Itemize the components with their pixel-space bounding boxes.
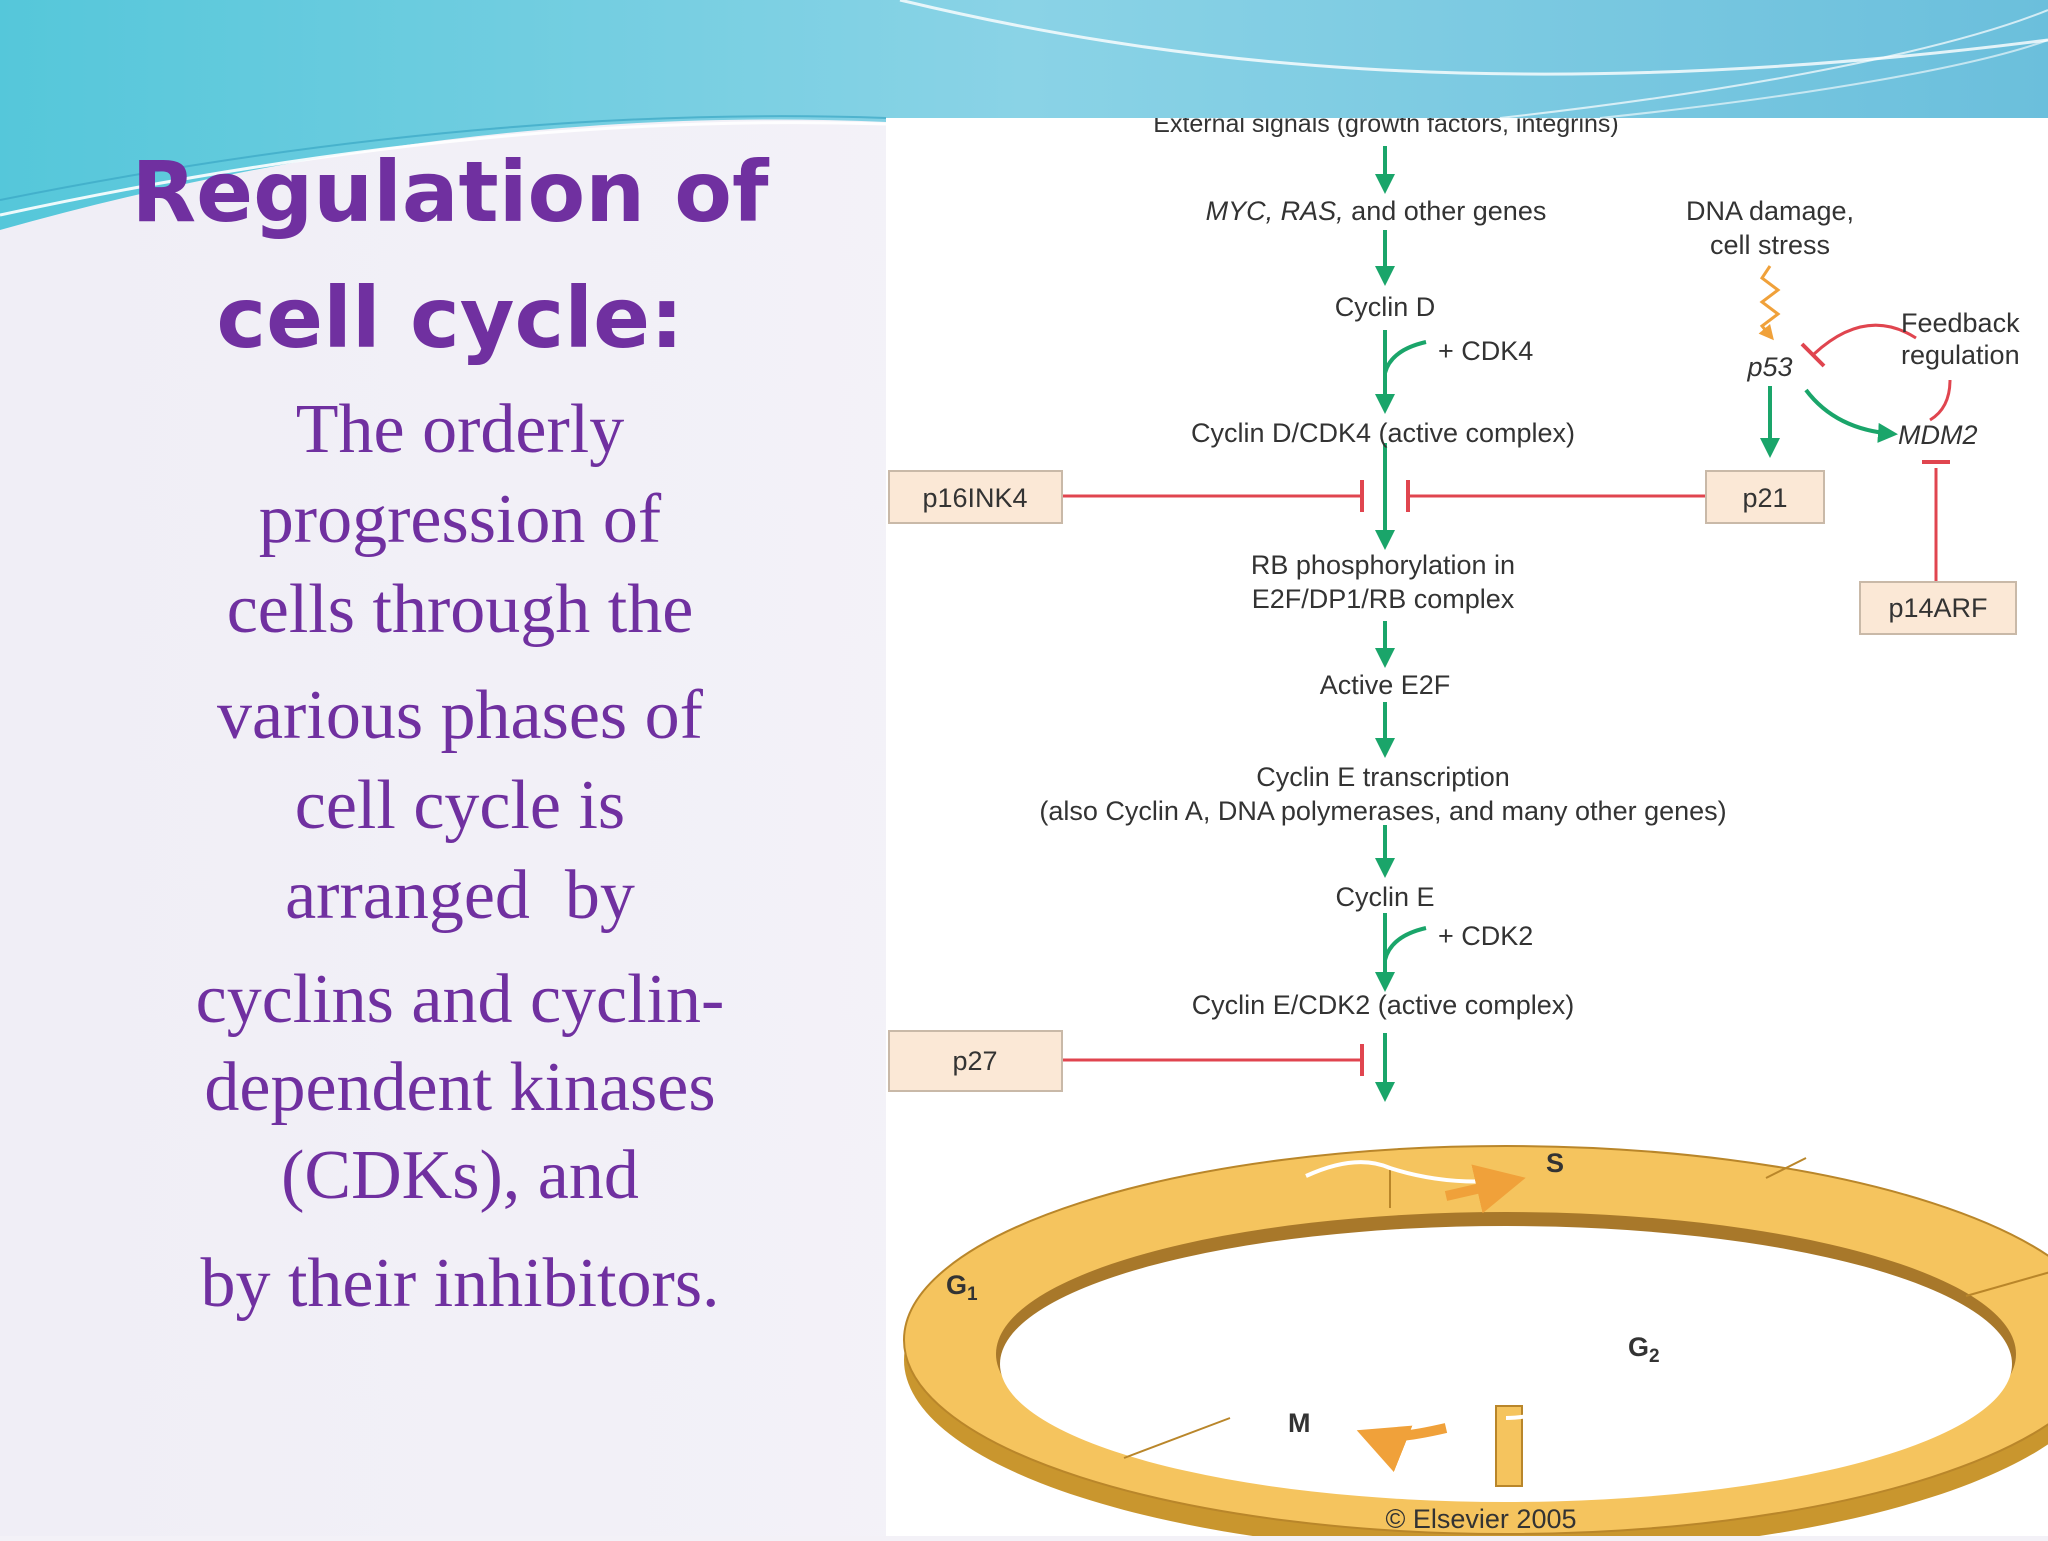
p27-label: p27: [952, 1046, 997, 1076]
body-line-4: various phases of: [216, 677, 703, 754]
p27-box: [888, 1030, 1063, 1092]
cyclin-e-cdk2-label: Cyclin E/CDK2 (active complex): [1192, 990, 1575, 1020]
p16ink4-box: [888, 470, 1063, 524]
mdm2-label: MDM2: [1898, 420, 1978, 450]
p21-box: [1705, 470, 1825, 524]
body-line-1: The orderly: [295, 391, 625, 468]
inhibition-lines: [1062, 323, 1952, 1076]
body-line-2: progression of: [258, 481, 662, 558]
also-genes-label: (also Cyclin A, DNA polymerases, and man…: [1039, 796, 1726, 826]
cell-cycle-ring: [903, 1145, 2048, 1536]
feedback-label-1: Feedback: [1901, 308, 2020, 338]
myc-ras-rest: and other genes: [1344, 196, 1547, 226]
dna-damage-label-1: DNA damage,: [1686, 196, 1854, 226]
phase-g2-label: G2: [1628, 1332, 1660, 1367]
phase-s-label: S: [1546, 1148, 1564, 1178]
body-line-5: cell cycle is: [294, 767, 626, 844]
plus-cdk2-label: + CDK2: [1438, 921, 1533, 951]
body-line-9: (CDKs), and: [281, 1137, 639, 1214]
p21-label: p21: [1742, 483, 1787, 513]
cyclin-e-transcription-label: Cyclin E transcription: [1256, 762, 1510, 792]
slide-title-line1: Regulation of: [131, 143, 769, 241]
dna-damage-squiggle: [1758, 265, 1781, 341]
external-signals-label: External signals (growth factors, integr…: [1153, 118, 1618, 138]
p16ink4-label: p16INK4: [922, 483, 1027, 513]
body-line-6: arranged by: [285, 857, 635, 934]
phase-g1-main: G: [946, 1270, 967, 1300]
p53-label: p53: [1746, 352, 1792, 382]
copyright-label: © Elsevier 2005: [1386, 1504, 1577, 1534]
body-line-7: cyclins and cyclin-: [195, 961, 725, 1038]
rb-label-2: E2F/DP1/RB complex: [1252, 584, 1515, 614]
cyclin-d-label: Cyclin D: [1335, 292, 1436, 322]
phase-g1-label: G1: [946, 1270, 978, 1305]
phase-m-label: M: [1288, 1408, 1311, 1438]
cell-cycle-regulation-diagram: External signals (growth factors, integr…: [888, 118, 2048, 1536]
plus-cdk4-label: + CDK4: [1438, 336, 1533, 366]
activation-arrows: [1375, 146, 1898, 1102]
active-e2f-label: Active E2F: [1320, 670, 1451, 700]
body-line-8: dependent kinases: [204, 1049, 716, 1126]
cyclin-e-label: Cyclin E: [1335, 882, 1434, 912]
phase-g1-sub: 1: [967, 1284, 978, 1305]
body-line-10: by their inhibitors.: [200, 1245, 720, 1322]
cyclin-d-cdk4-label: Cyclin D/CDK4 (active complex): [1191, 418, 1575, 448]
p14arf-label: p14ARF: [1888, 593, 1987, 623]
body-line-3: cells through the: [226, 571, 694, 648]
phase-g2-main: G: [1628, 1332, 1649, 1362]
myc-ras-label: MYC, RAS, and other genes: [1206, 196, 1547, 226]
myc-ras-italic: MYC, RAS,: [1206, 196, 1344, 226]
phase-g2-sub: 2: [1649, 1346, 1660, 1367]
rb-label-1: RB phosphorylation in: [1251, 550, 1515, 580]
top-wave-decoration: [0, 0, 2048, 230]
p14arf-box: [1859, 581, 2017, 635]
feedback-label-2: regulation: [1901, 340, 2020, 370]
slide-title-line2: cell cycle:: [216, 269, 684, 367]
dna-damage-label-2: cell stress: [1710, 230, 1830, 260]
